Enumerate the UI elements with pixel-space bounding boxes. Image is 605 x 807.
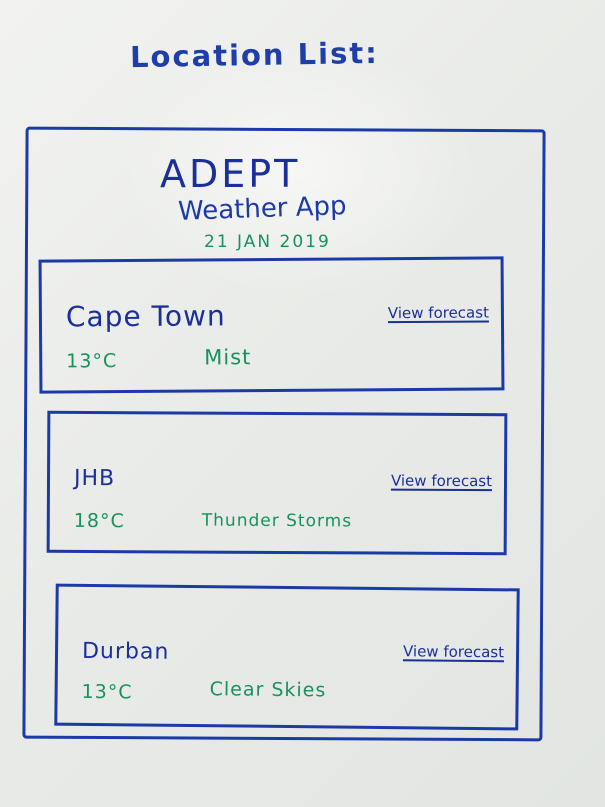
location-card-durban[interactable]: Durban View forecast 13°C Clear Skies: [54, 583, 520, 731]
location-card-jhb[interactable]: JHB View forecast 18°C Thunder Storms: [46, 410, 508, 556]
location-condition: Clear Skies: [209, 678, 327, 702]
app-date: 21 JAN 2019: [204, 232, 331, 252]
location-temperature: 13°C: [66, 350, 118, 373]
app-subtitle: Weather App: [177, 191, 348, 227]
view-forecast-link[interactable]: View forecast: [390, 471, 493, 491]
location-temperature: 18°C: [73, 509, 125, 533]
location-condition: Thunder Storms: [201, 510, 353, 532]
view-forecast-link[interactable]: View forecast: [402, 642, 505, 662]
location-city: Cape Town: [65, 299, 226, 334]
app-title: ADEPT: [160, 152, 301, 196]
location-temperature: 13°C: [81, 680, 133, 704]
page-heading: Location List:: [129, 35, 380, 75]
location-city: JHB: [73, 465, 116, 492]
location-city: Durban: [81, 638, 170, 665]
location-card-cape-town[interactable]: Cape Town View forecast 13°C Mist: [38, 256, 505, 394]
location-condition: Mist: [204, 345, 252, 370]
view-forecast-link[interactable]: View forecast: [387, 303, 489, 323]
